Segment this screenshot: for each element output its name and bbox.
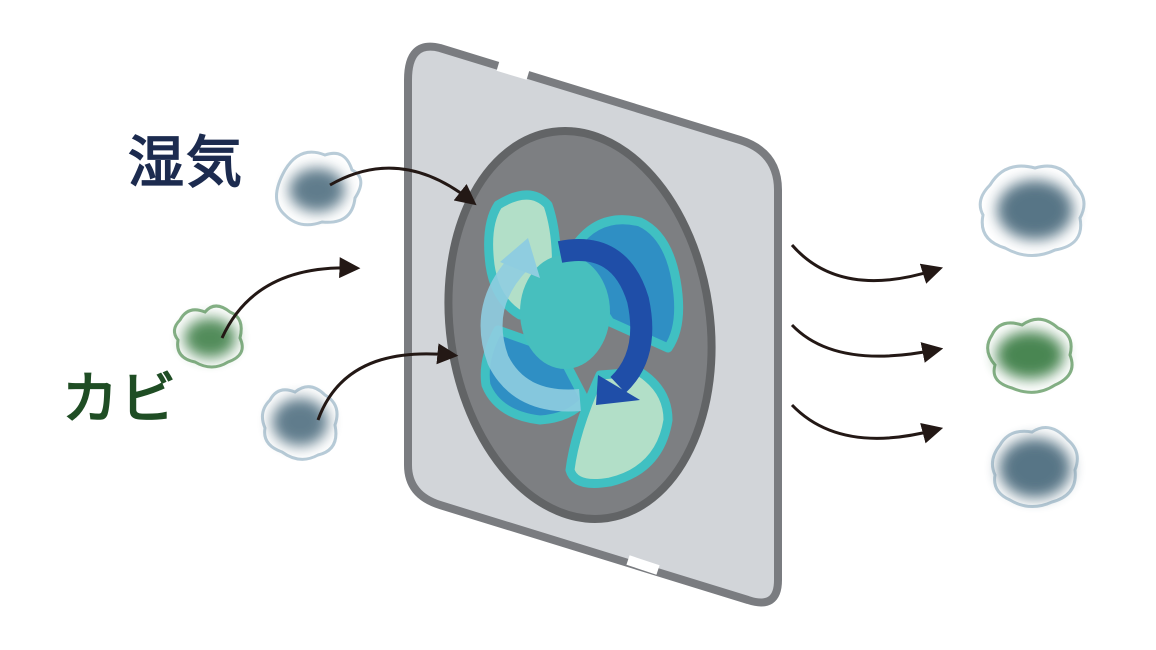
ventilation-fan-icon (444, 127, 716, 523)
outflow-arrow (790, 403, 944, 444)
mold-spore-icon (173, 304, 244, 369)
mold-spore-icon (986, 317, 1074, 394)
fan-hub (520, 255, 610, 369)
inflow-arrow (329, 166, 477, 206)
outflow-arrows (790, 244, 944, 444)
moisture-cloud-icon (990, 426, 1079, 508)
outflow-arrow (790, 244, 944, 284)
moisture-label: 湿気 (128, 131, 244, 196)
inflow-arrows (220, 166, 477, 421)
moisture-cloud-icon (978, 164, 1086, 257)
moisture-cloud-icon (260, 385, 339, 461)
mold-label: カビ (62, 367, 178, 432)
inflow-arrow (220, 257, 361, 339)
inflow-arrow (316, 343, 459, 421)
rotation-arrow-icon (480, 238, 653, 412)
outflow-arrow (790, 323, 944, 363)
moisture-cloud-icon (275, 150, 363, 227)
